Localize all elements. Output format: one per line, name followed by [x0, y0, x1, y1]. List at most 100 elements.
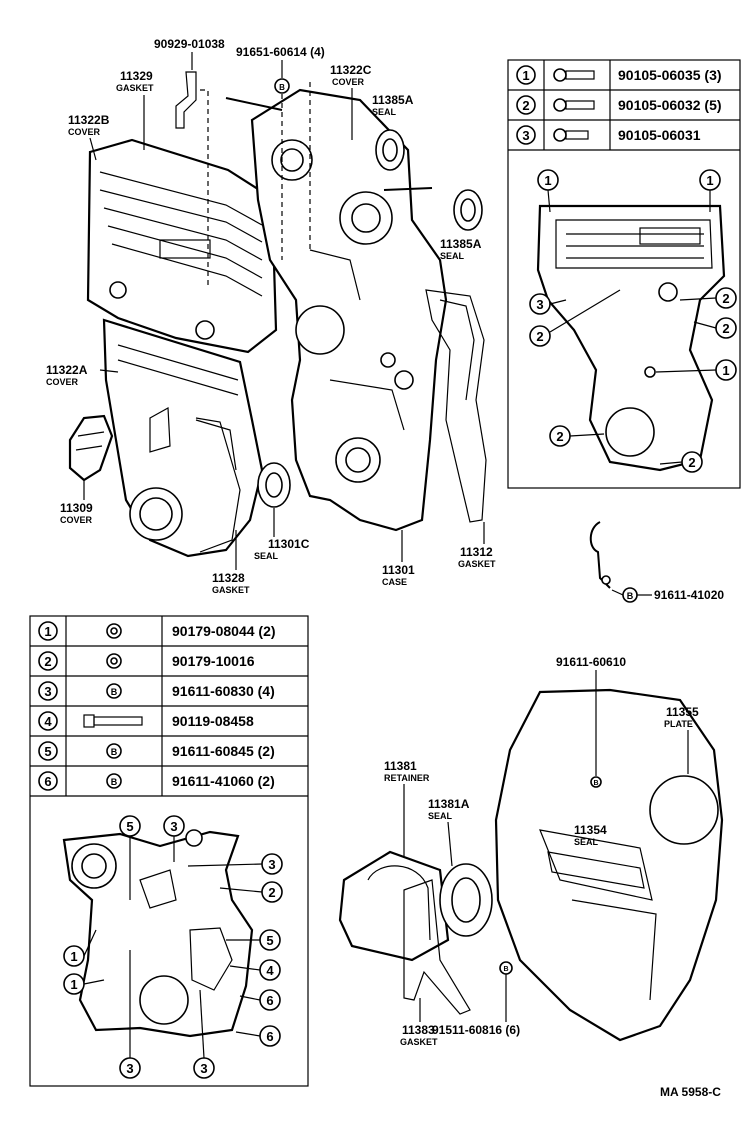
svg-text:1: 1 — [722, 363, 729, 378]
svg-text:11328: 11328 — [212, 571, 245, 585]
svg-text:PLATE: PLATE — [664, 719, 693, 729]
hook-drawing — [589, 521, 611, 589]
svg-text:91611-60610: 91611-60610 — [556, 655, 626, 669]
seal-11381a-drawing — [439, 863, 493, 937]
svg-text:1: 1 — [544, 173, 551, 188]
svg-text:3: 3 — [536, 297, 543, 312]
svg-text:5: 5 — [44, 744, 51, 759]
callout-11385a-lower: 11385A SEAL — [440, 237, 482, 261]
callout-11301c: 11301C SEAL — [254, 508, 310, 561]
svg-text:91611-41020: 91611-41020 — [654, 588, 724, 602]
svg-text:11383: 11383 — [402, 1023, 435, 1037]
gasket-11383-drawing — [403, 879, 471, 1015]
inset-callout: 6 — [235, 1025, 281, 1047]
inset-callout: 1 — [699, 169, 721, 212]
svg-text:11381: 11381 — [384, 759, 417, 773]
svg-text:2: 2 — [722, 321, 729, 336]
svg-text:B: B — [111, 687, 118, 697]
svg-text:91611-60830 (4): 91611-60830 (4) — [172, 683, 275, 699]
svg-text:3: 3 — [44, 684, 51, 699]
callout-91651-60614: 91651-60614 (4) — [236, 45, 325, 78]
gasket-11329-drawing — [175, 71, 209, 286]
svg-text:2: 2 — [522, 98, 529, 113]
callout-11309: 11309 COVER — [60, 480, 93, 525]
svg-text:4: 4 — [44, 714, 52, 729]
bolt-icon — [553, 68, 595, 82]
svg-text:1: 1 — [44, 624, 51, 639]
plate-11355-drawing: B — [494, 688, 724, 1042]
svg-text:SEAL: SEAL — [372, 107, 397, 117]
svg-text:3: 3 — [126, 1061, 133, 1076]
svg-text:6: 6 — [44, 774, 51, 789]
inset-callout: 2 — [219, 881, 283, 903]
svg-text:3: 3 — [522, 128, 529, 143]
washer-icon — [106, 653, 122, 669]
bolt-icon — [553, 98, 595, 112]
inset-callout: 1 — [63, 973, 105, 995]
svg-text:GASKET: GASKET — [400, 1037, 438, 1047]
svg-text:COVER: COVER — [46, 377, 79, 387]
inset-callout: 3 — [193, 989, 215, 1079]
gasket-11328-drawing — [195, 417, 241, 553]
svg-text:90105-06031: 90105-06031 — [618, 127, 701, 143]
inset-callout: 2 — [529, 289, 621, 347]
callout-11381: 11381 RETAINER — [384, 759, 430, 856]
svg-text:11322C: 11322C — [330, 63, 372, 77]
svg-text:2: 2 — [536, 329, 543, 344]
svg-text:B: B — [593, 780, 598, 787]
svg-text:11385A: 11385A — [440, 237, 482, 251]
svg-text:COVER: COVER — [68, 127, 101, 137]
callout-11322c: 11322C COVER — [330, 63, 372, 140]
inset-callout: 2 — [659, 451, 703, 473]
svg-text:1: 1 — [706, 173, 713, 188]
svg-text:4: 4 — [266, 963, 274, 978]
svg-text:90929-01038: 90929-01038 — [154, 37, 225, 51]
bolt-table-top: 1 90105-06035 (3) 2 90105-06032 (5) 3 90… — [507, 59, 741, 489]
bolt-head-icon: B — [106, 683, 122, 699]
svg-text:11329: 11329 — [120, 69, 153, 83]
callout-91611-60610: 91611-60610 — [556, 655, 626, 776]
svg-text:GASKET: GASKET — [458, 559, 496, 569]
callout-11383: 11383 GASKET — [400, 998, 438, 1047]
svg-text:91611-41060 (2): 91611-41060 (2) — [172, 773, 275, 789]
svg-text:SEAL: SEAL — [574, 837, 599, 847]
callout-11312: 11312 GASKET — [458, 522, 496, 569]
svg-text:SEAL: SEAL — [428, 811, 453, 821]
svg-text:5: 5 — [266, 933, 273, 948]
svg-text:COVER: COVER — [332, 77, 365, 87]
svg-text:3: 3 — [268, 857, 275, 872]
svg-text:GASKET: GASKET — [116, 83, 154, 93]
svg-text:6: 6 — [266, 993, 273, 1008]
inset-callout: 3 — [529, 293, 567, 315]
svg-text:90105-06032 (5): 90105-06032 (5) — [618, 97, 722, 113]
svg-text:CASE: CASE — [382, 577, 407, 587]
bottom-inset-diagram: 5 3 3 2 1 1 5 4 6 6 3 3 — [62, 815, 283, 1079]
svg-text:2: 2 — [556, 429, 563, 444]
gasket-11312-drawing — [425, 289, 487, 523]
inset-callout: 3 — [119, 950, 141, 1079]
svg-text:11312: 11312 — [460, 545, 493, 559]
inset-callout: 5 — [119, 815, 141, 900]
svg-text:11322B: 11322B — [68, 113, 110, 127]
svg-text:90105-06035 (3): 90105-06035 (3) — [618, 67, 722, 83]
bolt-table-bottom: 1 90179-08044 (2) 2 90179-10016 3 B 9161… — [29, 615, 309, 1087]
inset-callout: 4 — [229, 959, 281, 981]
svg-text:90179-08044 (2): 90179-08044 (2) — [172, 623, 276, 639]
svg-text:91651-60614 (4): 91651-60614 (4) — [236, 45, 325, 59]
svg-text:COVER: COVER — [60, 515, 93, 525]
inset-callout: 5 — [226, 929, 281, 951]
svg-text:B: B — [111, 747, 118, 757]
bolt-icon — [83, 714, 143, 728]
svg-text:1: 1 — [522, 68, 529, 83]
inset-callout: 1 — [537, 169, 559, 213]
diagram-code: MA 5958-C — [660, 1085, 721, 1099]
inset-callout: 2 — [549, 425, 605, 447]
inset-callout: 3 — [163, 815, 185, 862]
cover-11309-drawing — [68, 414, 114, 482]
bolt-head-icon: B — [106, 773, 122, 789]
callout-11385a-upper: 11385A SEAL — [372, 93, 414, 117]
seal-11354-drawing — [547, 851, 645, 889]
svg-text:11322A: 11322A — [46, 363, 88, 377]
bolt-icon — [553, 128, 589, 142]
